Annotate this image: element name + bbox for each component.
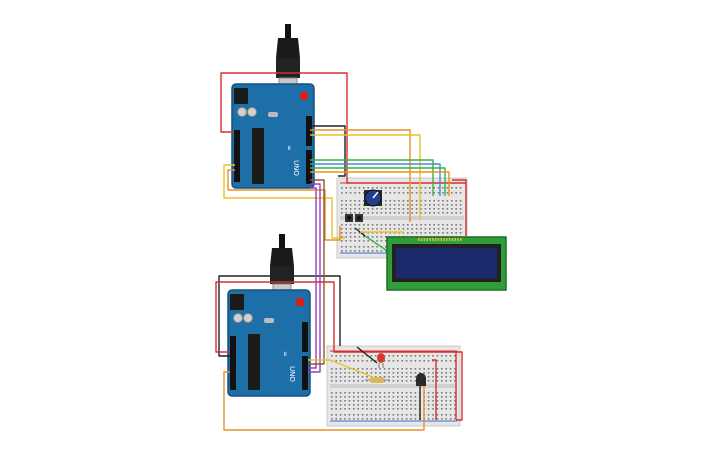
breadboard-bottom[interactable] <box>326 345 461 427</box>
lcd-screen <box>396 248 497 278</box>
potentiometer[interactable] <box>364 189 382 207</box>
arduino-uno-bottom[interactable]: ∞ UNO <box>227 234 311 397</box>
push-button-1[interactable] <box>345 214 353 222</box>
arduino-logo-top: ∞ <box>285 145 293 151</box>
power-header-bottom <box>230 336 236 390</box>
wire-red-sensor <box>432 359 437 420</box>
lcd-pin-header <box>418 238 462 241</box>
wire-purple-2 <box>308 183 321 373</box>
wire-yellow-bottom <box>308 359 376 379</box>
wire-green-lcd <box>364 235 387 251</box>
reset-button-top[interactable] <box>300 92 308 100</box>
power-jack-bottom <box>230 294 244 310</box>
wire-black-led <box>356 346 378 364</box>
wire-blue-top-1 <box>310 163 441 196</box>
wire-orange-top-2 <box>310 171 450 196</box>
resistor[interactable] <box>365 377 390 383</box>
board-label-top: UNO <box>292 160 300 176</box>
wire-orange-top-1 <box>310 129 411 222</box>
digital-header-b-top <box>306 150 312 184</box>
wire-orange-bottom <box>223 371 425 431</box>
atmega-chip-top <box>252 128 264 184</box>
arduino-uno-top[interactable]: ∞ UNO <box>231 24 315 189</box>
wire-yellow-top-2 <box>223 164 345 239</box>
push-button-2[interactable] <box>355 214 363 222</box>
lcd-16x2[interactable] <box>386 236 507 291</box>
wire-orange-top-3 <box>227 169 341 241</box>
wire-purple-1 <box>308 187 317 369</box>
atmega-chip-bottom <box>248 334 260 390</box>
digital-header-b-bottom <box>302 356 308 390</box>
arduino-logo-bottom: ∞ <box>281 351 289 357</box>
reset-button-bottom[interactable] <box>296 298 304 306</box>
wire-red-top-rail <box>452 179 467 236</box>
digital-header-a-bottom <box>302 322 308 352</box>
led[interactable] <box>377 353 385 368</box>
svg-text:∞: ∞ <box>281 351 289 357</box>
wire-yellow-top-1 <box>310 134 421 220</box>
wire-red-top-power <box>220 72 466 184</box>
wire-green-top-1 <box>310 159 434 196</box>
digital-header-a-top <box>306 116 312 146</box>
wires <box>215 72 467 431</box>
power-jack-top <box>234 88 248 104</box>
svg-text:∞: ∞ <box>285 145 293 151</box>
wire-red-bottom-rail <box>456 351 463 421</box>
wire-black-top-gnd <box>310 125 346 177</box>
temperature-sensor[interactable] <box>416 373 426 386</box>
wire-green-top-2 <box>310 167 446 196</box>
wire-black-bottom-gnd <box>218 275 341 357</box>
power-header-top <box>234 130 240 182</box>
board-label-bottom: UNO <box>288 366 296 382</box>
wire-brown <box>308 179 325 365</box>
